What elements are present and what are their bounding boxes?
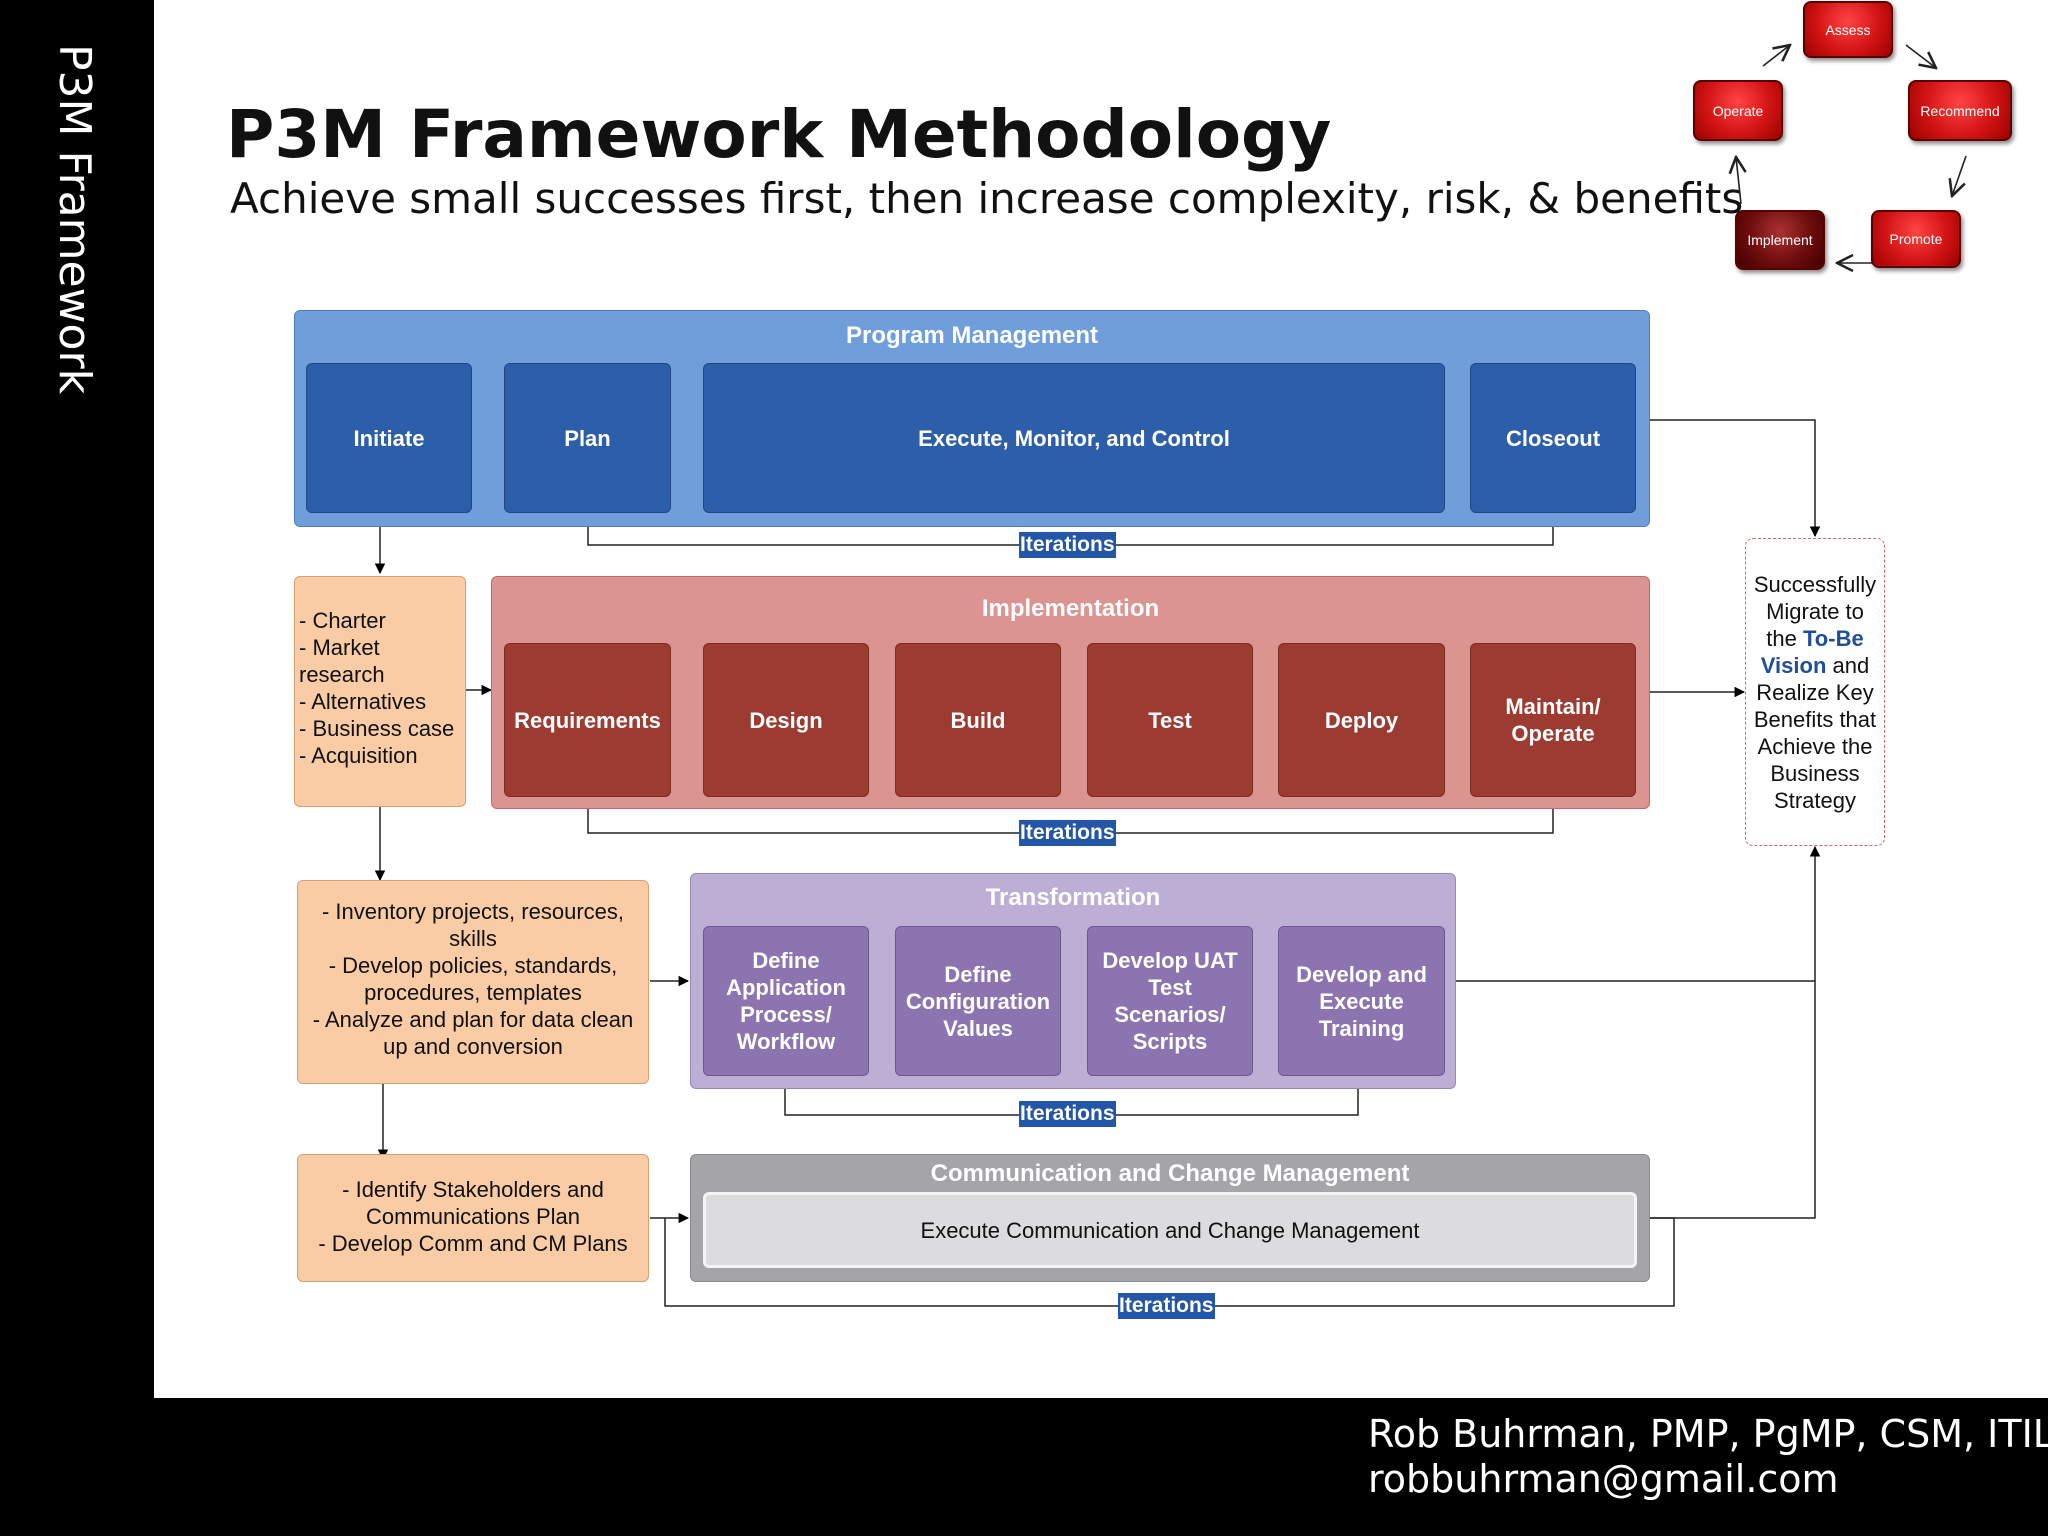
program-iterations-label: Iterations: [1019, 532, 1116, 558]
outcome-text: Successfully Migrate to the: [1753, 571, 1877, 651]
outcome-box: Successfully Migrate to the To-Be Vision…: [1745, 538, 1885, 846]
cycle-operate-button: Operate: [1693, 80, 1783, 141]
inventory-note-line: - Develop policies, standards, procedure…: [328, 953, 618, 1005]
author-name: Rob Buhrman, PMP, PgMP, CSM, ITIL: [1368, 1412, 2048, 1456]
cycle-implement-button: Implement: [1735, 210, 1825, 270]
left-sidebar: [0, 0, 154, 1536]
stakeholders-note-line: - Identify Stakeholders and Communicatio…: [342, 1177, 604, 1229]
charter-note-line: - Acquisition: [299, 743, 418, 768]
charter-note-line: - Market research: [299, 635, 385, 687]
step-execute-monitor-control: Execute, Monitor, and Control: [703, 363, 1445, 513]
step-develop-execute-training: Develop and Execute Training: [1278, 926, 1445, 1076]
outcome-highlight: To-Be Vision: [1760, 625, 1864, 678]
stakeholders-note-line: - Develop Comm and CM Plans: [318, 1231, 628, 1256]
step-build: Build: [895, 643, 1061, 797]
author-email: robbuhrman@gmail.com: [1368, 1457, 1839, 1501]
implementation-container: [491, 576, 1650, 809]
sidebar-title: P3M Framework: [49, 44, 100, 395]
step-closeout: Closeout: [1470, 363, 1636, 513]
implementation-iterations-label: Iterations: [1019, 820, 1116, 846]
communication-iterations-label: Iterations: [1118, 1293, 1215, 1319]
charter-note-line: - Charter: [299, 608, 386, 633]
step-initiate: Initiate: [306, 363, 472, 513]
step-requirements: Requirements: [504, 643, 671, 797]
page-subtitle: Achieve small successes first, then incr…: [230, 174, 1744, 223]
inventory-note-line: - Analyze and plan for data clean up and…: [312, 1007, 634, 1059]
charter-note-line: - Business case: [299, 716, 455, 741]
step-define-application-process: Define Application Process/ Workflow: [703, 926, 869, 1076]
inventory-note: - Inventory projects, resources, skills …: [297, 880, 649, 1084]
step-maintain-operate: Maintain/ Operate: [1470, 643, 1636, 797]
step-deploy: Deploy: [1278, 643, 1445, 797]
step-develop-uat-scripts: Develop UAT Test Scenarios/ Scripts: [1087, 926, 1253, 1076]
step-plan: Plan: [504, 363, 671, 513]
cycle-promote-button: Promote: [1871, 210, 1961, 268]
outcome-text: and Realize Key Benefits that Achieve th…: [1753, 652, 1877, 813]
cycle-assess-button: Assess: [1803, 1, 1893, 58]
charter-note-line: - Alternatives: [299, 689, 427, 714]
transformation-title: Transformation: [985, 884, 1161, 911]
inventory-note-line: - Inventory projects, resources, skills: [321, 899, 624, 951]
charter-note: - Charter - Market research - Alternativ…: [294, 576, 466, 807]
step-design: Design: [703, 643, 869, 797]
step-define-configuration-values: Define Configuration Values: [895, 926, 1061, 1076]
step-test: Test: [1087, 643, 1253, 797]
communication-title: Communication and Change Management: [930, 1160, 1410, 1187]
implementation-title: Implementation: [981, 595, 1160, 622]
cycle-recommend-button: Recommend: [1908, 80, 2012, 141]
page-title: P3M Framework Methodology: [226, 96, 1332, 173]
footer-bar: [154, 1398, 2048, 1536]
transformation-iterations-label: Iterations: [1019, 1101, 1116, 1127]
program-management-title: Program Management: [845, 322, 1099, 349]
communication-execute-box: Execute Communication and Change Managem…: [703, 1192, 1637, 1268]
stakeholders-note: - Identify Stakeholders and Communicatio…: [297, 1154, 649, 1282]
